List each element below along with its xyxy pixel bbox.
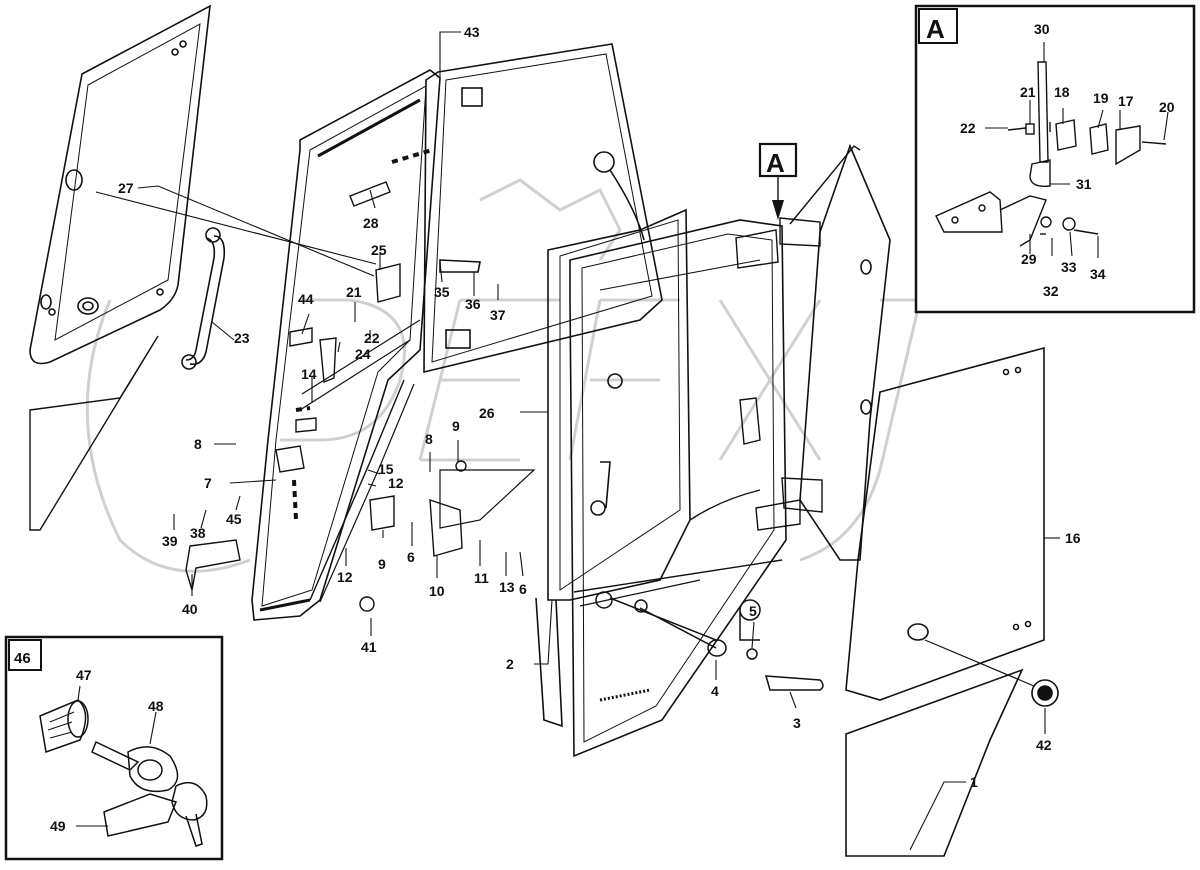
- callout-35: 35: [434, 284, 450, 300]
- callout-7: 7: [204, 475, 212, 491]
- callout-32: 32: [1043, 283, 1059, 299]
- left-door-hardware: [185, 181, 536, 612]
- callout-48: 48: [148, 698, 164, 714]
- glass-seal: [924, 639, 1059, 707]
- callout-23: 23: [234, 330, 250, 346]
- callout-33: 33: [1061, 259, 1077, 275]
- callout-12b: 12: [337, 569, 353, 585]
- left-door-frame: [251, 69, 441, 621]
- rear-glass-panel: [29, 4, 211, 365]
- dashed-cable: [292, 148, 433, 521]
- callout-45: 45: [226, 511, 242, 527]
- callout-3: 3: [793, 715, 801, 731]
- callout-38: 38: [190, 525, 206, 541]
- callout-39: 39: [162, 533, 178, 549]
- callout-12a: 12: [388, 475, 404, 491]
- view-marker-a: [758, 142, 861, 225]
- callout-44: 44: [298, 291, 314, 307]
- watermark: [85, 178, 922, 573]
- detail-inset-46: [4, 635, 224, 861]
- detail-inset-a: [914, 4, 1196, 314]
- callout-6b: 6: [519, 581, 527, 597]
- callout-21b: 21: [346, 284, 362, 300]
- callout-17: 17: [1118, 93, 1134, 109]
- callout-14: 14: [301, 366, 317, 382]
- callout-37: 37: [490, 307, 506, 323]
- callout-22a: 22: [960, 120, 976, 136]
- right-glass-panel: [799, 143, 1045, 857]
- callout-25: 25: [371, 242, 387, 258]
- inset-a-title: A: [926, 14, 945, 44]
- callout-4: 4: [711, 683, 719, 699]
- callout-40: 40: [182, 601, 198, 617]
- callout-19: 19: [1093, 90, 1109, 106]
- callout-24: 24: [355, 346, 371, 362]
- callout-41: 41: [361, 639, 377, 655]
- view-marker-title: A: [766, 148, 785, 178]
- callout-36: 36: [465, 296, 481, 312]
- callout-6a: 6: [407, 549, 415, 565]
- callout-26: 26: [479, 405, 495, 421]
- callout-29: 29: [1021, 251, 1037, 267]
- inset-46-title: 46: [14, 650, 31, 667]
- callout-9a: 9: [452, 418, 460, 434]
- callout-13: 13: [499, 579, 515, 595]
- callout-31: 31: [1076, 176, 1092, 192]
- callout-42: 42: [1036, 737, 1052, 753]
- right-door-hinges: [689, 217, 823, 531]
- callout-10: 10: [429, 583, 445, 599]
- callout-47: 47: [76, 667, 92, 683]
- callout-43: 43: [464, 24, 480, 40]
- callout-11: 11: [474, 570, 489, 586]
- left-door-glass: [423, 43, 663, 374]
- callout-18: 18: [1054, 84, 1070, 100]
- callout-9b: 9: [378, 556, 386, 572]
- callout-20: 20: [1159, 99, 1175, 115]
- callout-34: 34: [1090, 266, 1106, 282]
- callout-22b: 22: [364, 330, 380, 346]
- callout-15: 15: [378, 461, 394, 477]
- grab-handle: [181, 227, 226, 370]
- callout-49: 49: [50, 818, 66, 834]
- right-door-frame: [535, 151, 787, 758]
- callout-8a: 8: [194, 436, 202, 452]
- callout-27: 27: [118, 180, 134, 196]
- lower-left-glass: [29, 335, 159, 531]
- callout-28: 28: [363, 215, 379, 231]
- leader-lines: [76, 31, 1169, 851]
- callout-30: 30: [1034, 21, 1050, 37]
- callout-1: 1: [970, 774, 978, 790]
- callout-16: 16: [1065, 530, 1081, 546]
- callout-8b: 8: [425, 431, 433, 447]
- callout-21a: 21: [1020, 84, 1036, 100]
- callout-2: 2: [506, 656, 514, 672]
- callout-labels: A A 46 1 2 3 4 5 6 6 7 8 8 9 9 10 11 12 …: [14, 14, 1175, 834]
- door-handle-assembly: [595, 591, 824, 691]
- callout-5: 5: [749, 603, 757, 619]
